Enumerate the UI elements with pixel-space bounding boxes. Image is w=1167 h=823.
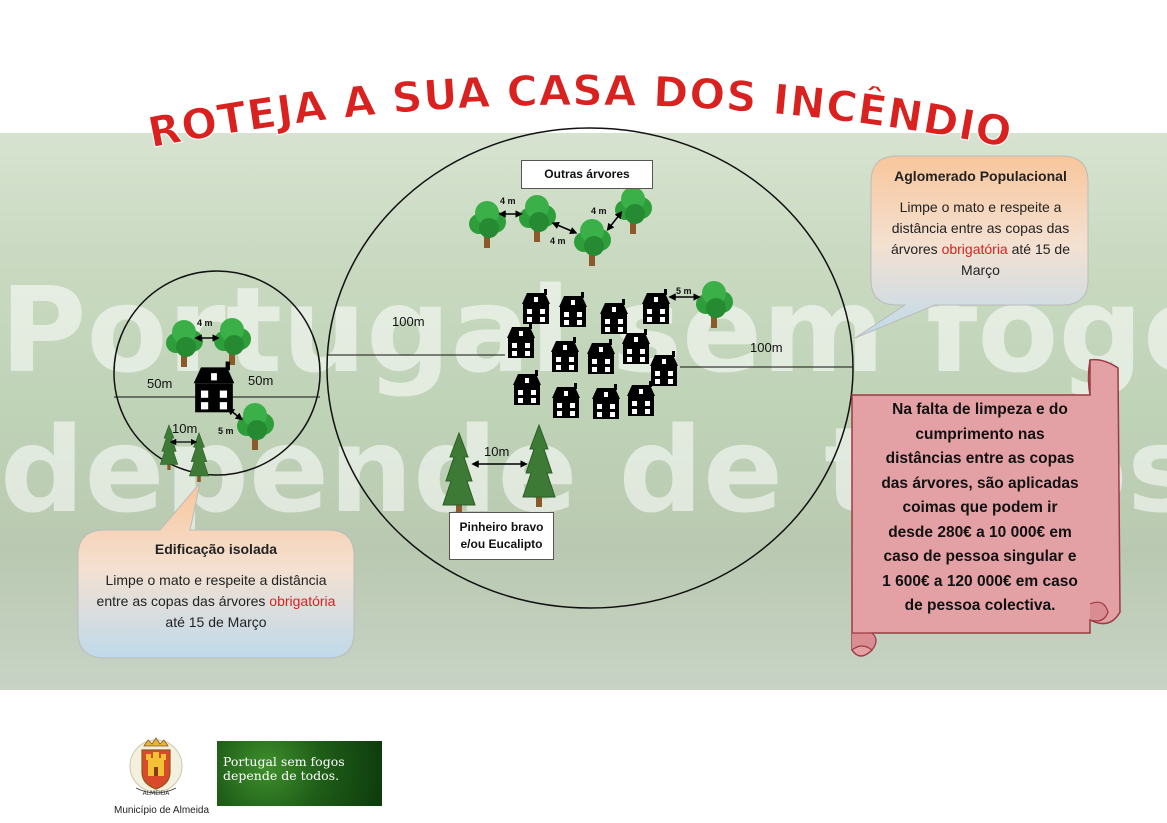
logo-text: Portugal sem fogos depende de todos. (223, 755, 373, 783)
distance-arrow (606, 211, 623, 231)
pine-icon (189, 432, 209, 483)
house-icon (522, 289, 550, 324)
callout-isolada-heading: Edificação isolada (154, 541, 278, 557)
fines-line: caso de pessoa singular e (883, 548, 1077, 565)
callout-aglomerado-heading: Aglomerado Populacional (894, 168, 1067, 184)
distance-small-trees: 4 m (197, 318, 213, 328)
distance-outras-1: 4 m (500, 196, 516, 206)
house-icon (650, 351, 678, 386)
tree-icon (615, 187, 652, 234)
distance-arrow (551, 221, 578, 235)
house-icon (551, 337, 579, 372)
callout-aglomerado-bubble (854, 155, 1089, 339)
tree-icon (237, 403, 274, 450)
portugal-sem-fogos-logo: Portugal sem fogos depende de todos. (217, 741, 382, 806)
fines-line: distâncias entre as copas (885, 450, 1075, 467)
house-icon (622, 329, 650, 364)
house-icon (587, 339, 615, 374)
label-pinheiro-line1: Pinheiro bravo (459, 520, 544, 534)
distance-small-left: 50m (147, 376, 173, 391)
distance-house-tree: 5 m (676, 286, 692, 296)
pinheiro-trees (442, 424, 556, 516)
distance-big-left: 100m (392, 314, 425, 329)
house-icon (552, 383, 580, 418)
callout-line: árvores obrigatória até 15 de (890, 241, 1070, 257)
tree-icon (696, 281, 733, 328)
house-icon (513, 370, 541, 405)
callout-isolada-body: Limpe o mato e respeite a distância entr… (82, 570, 350, 633)
tree-icon (574, 219, 611, 266)
fines-line: das árvores, são aplicadas (881, 474, 1079, 492)
callout-line: Março (961, 262, 1000, 278)
callout-aglomerado-body: Limpe o mato e respeite a distância entr… (878, 197, 1083, 281)
fines-line: coimas que podem ir (902, 499, 1058, 516)
fines-text: Na falta de limpeza e do cumprimento nas… (870, 398, 1090, 619)
distance-big-right: 100m (750, 340, 783, 355)
municipio-caption: Município de Almeida (114, 805, 210, 816)
house-icon (642, 289, 670, 324)
almeida-crest: ALMEIDA (129, 737, 183, 797)
house-icon (559, 292, 587, 327)
house-icon (193, 361, 235, 413)
pine-icon (522, 424, 556, 508)
distance-outras-2: 4 m (550, 236, 566, 246)
label-pinheiro-line2: e/ou Eucalipto (460, 537, 543, 551)
distance-small-tree-house: 5 m (218, 426, 234, 436)
fines-line: cumprimento nas (915, 425, 1045, 443)
tree-icon (214, 318, 251, 365)
isolated-building-circle (113, 270, 321, 476)
isolated-building-content (159, 318, 274, 483)
crest-text: ALMEIDA (143, 790, 171, 797)
house-icon (507, 323, 535, 358)
callout-line: Limpe o mato e respeite a distância (105, 572, 327, 588)
fines-scroll (851, 358, 1121, 657)
distance-arrow (227, 407, 243, 421)
fines-line: de pessoa colectiva. (904, 597, 1056, 614)
settlement-circle (326, 127, 854, 609)
settlement-houses (507, 281, 733, 419)
callout-aglomerado: Aglomerado Populacional Limpe o mato e r… (878, 168, 1083, 281)
fines-line: 1 600€ a 120 000€ em caso (882, 572, 1078, 590)
distance-outras-3: 4 m (591, 206, 607, 216)
house-icon (627, 381, 655, 416)
pine-icon (442, 432, 476, 516)
label-pinheiro: Pinheiro bravo e/ou Eucalipto (449, 512, 554, 560)
callout-isolada: Edificação isolada Limpe o mato e respei… (82, 541, 350, 633)
label-outras-arvores: Outras árvores (521, 160, 653, 189)
callout-line: distância entre as copas das (891, 220, 1070, 236)
logo-line2: depende de todos. (223, 768, 340, 783)
distance-pine: 10m (484, 444, 510, 459)
fines-line: desde 280€ a 10 000€ em (888, 523, 1072, 541)
fines-line: Na falta de limpeza e do (892, 401, 1068, 418)
distance-small-right: 50m (248, 373, 274, 388)
tree-icon (519, 195, 556, 242)
callout-line: entre as copas das árvores obrigatória (96, 593, 336, 609)
house-icon (600, 299, 628, 334)
callout-line: Limpe o mato e respeite a (899, 199, 1062, 215)
distance-small-pine: 10m (172, 421, 198, 436)
logo-line1: Portugal sem fogos (223, 754, 345, 769)
tree-icon (469, 201, 506, 248)
poster-title: PROTEJA A SUA CASA DOS INCÊNDIOS (140, 70, 1016, 150)
house-icon (592, 384, 620, 419)
callout-isolada-bubble (77, 482, 355, 659)
outras-arvores-trees (469, 187, 652, 266)
callout-line: até 15 de Março (165, 614, 267, 630)
